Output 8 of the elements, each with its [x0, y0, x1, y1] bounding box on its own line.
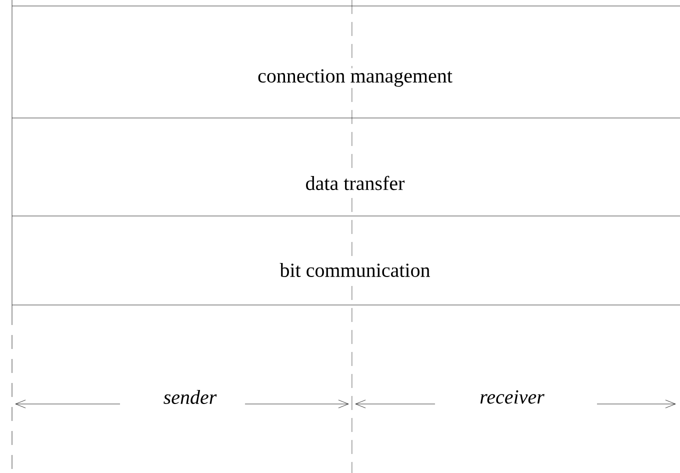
node-label: connection management	[258, 69, 452, 87]
layer-band: connection management	[12, 6, 680, 88]
role-label: sender	[164, 390, 217, 404]
role-label: receiver	[480, 390, 544, 404]
layer-band: data transfer	[12, 118, 680, 192]
node-label: bit communication	[280, 262, 430, 278]
layer-band: bit communication	[12, 216, 680, 306]
node-label: data transfer	[306, 176, 405, 190]
